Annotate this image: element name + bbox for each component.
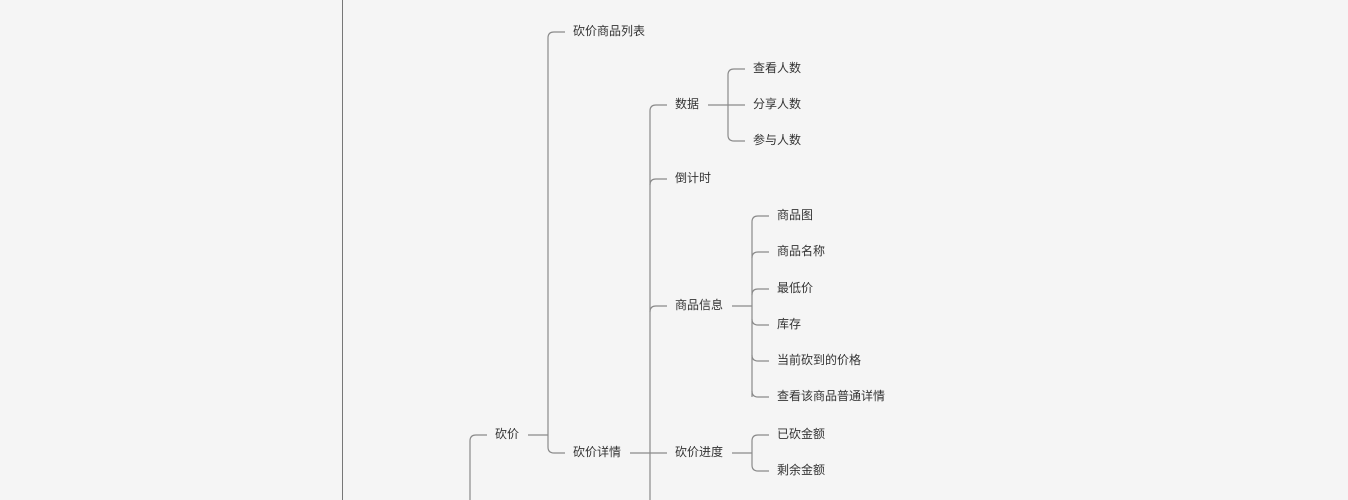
node-view-count[interactable]: 查看人数 — [753, 61, 802, 75]
connector-detail-to-countdown — [649, 178, 667, 186]
node-countdown[interactable]: 倒计时 — [675, 171, 712, 185]
connector-root-to-list — [547, 31, 565, 435]
connector-info-to-lowest — [751, 288, 769, 296]
connector-detail-spine — [649, 104, 667, 500]
connector-info-to-stock — [751, 318, 769, 326]
connector-data-to-join — [727, 105, 745, 142]
node-stock[interactable]: 库存 — [777, 317, 802, 331]
node-join-count[interactable]: 参与人数 — [753, 133, 802, 147]
connector-data-to-view — [727, 68, 745, 105]
connector-info-to-current — [751, 354, 769, 362]
connector-info-spine — [751, 215, 769, 397]
node-root[interactable]: 砍价 — [495, 427, 520, 441]
connector-progress-to-remaining — [751, 453, 769, 472]
node-remaining-amount[interactable]: 剩余金额 — [777, 463, 826, 477]
node-data[interactable]: 数据 — [675, 97, 700, 111]
node-product-image[interactable]: 商品图 — [777, 208, 814, 222]
node-progress[interactable]: 砍价进度 — [675, 445, 724, 459]
connector-detail-to-info — [649, 305, 667, 313]
node-lowest-price[interactable]: 最低价 — [777, 281, 814, 295]
node-product-name[interactable]: 商品名称 — [777, 244, 826, 258]
node-share-count[interactable]: 分享人数 — [753, 97, 802, 111]
node-list[interactable]: 砍价商品列表 — [573, 24, 646, 38]
node-cut-amount[interactable]: 已砍金额 — [777, 427, 826, 441]
connector-info-to-viewdetail — [751, 390, 769, 398]
connector-progress-to-cut — [751, 434, 769, 453]
connector-root-in — [469, 434, 487, 500]
node-view-detail[interactable]: 查看该商品普通详情 — [777, 389, 886, 403]
node-current-price[interactable]: 当前砍到的价格 — [777, 353, 862, 367]
left-divider-line — [342, 0, 343, 500]
connector-info-to-name — [751, 251, 769, 259]
node-detail[interactable]: 砍价详情 — [573, 445, 622, 459]
connector-root-to-detail — [547, 435, 565, 454]
node-product-info[interactable]: 商品信息 — [675, 298, 724, 312]
